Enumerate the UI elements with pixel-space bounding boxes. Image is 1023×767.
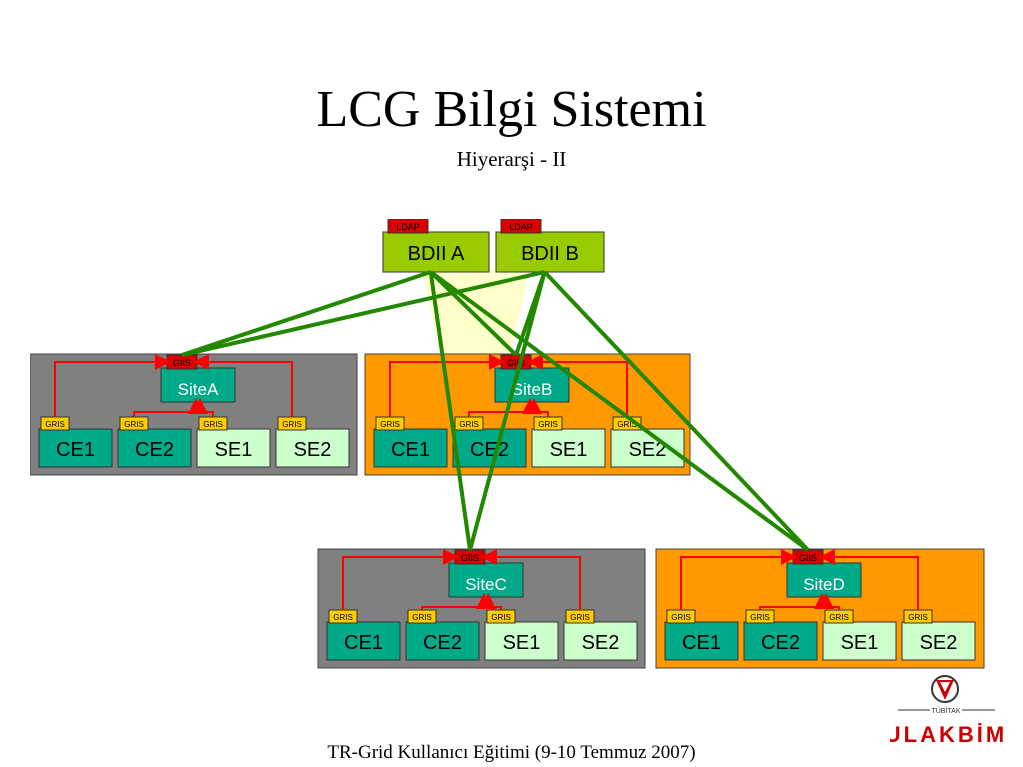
node-ce1 xyxy=(664,621,739,661)
gris-link-arrow xyxy=(819,549,919,610)
gris-tag-label: GRIS xyxy=(829,613,849,622)
giis-tag-label: GIIS xyxy=(173,358,191,368)
node-ce1 xyxy=(373,428,448,468)
node-se2 xyxy=(901,621,976,661)
bdii-b: BDII B LDAP xyxy=(495,219,605,273)
gris-link-arrow xyxy=(193,354,293,417)
ldap-tag xyxy=(387,219,429,234)
bdii-site-link xyxy=(429,270,518,357)
ldap-tag xyxy=(500,219,542,234)
gris-tag-label: GRIS xyxy=(570,613,590,622)
site-panel-a: SiteA GIIS CE1 GRIS CE2 GRIS SE1 GRIS SE2 GRIS xyxy=(30,353,358,476)
logo-small-text: TÜBİTAK xyxy=(931,706,960,715)
node-label: CE1 xyxy=(682,632,721,654)
gris-link-arrow xyxy=(480,593,502,610)
tubitak-emblem-icon xyxy=(931,675,959,703)
node-ce2 xyxy=(743,621,818,661)
giis-tag-label: GIIS xyxy=(799,553,817,563)
gris-link-arrow xyxy=(342,549,459,610)
site-panel-c: SiteC GIIS CE1 GRIS CE2 GRIS SE1 GRIS SE2 GRIS xyxy=(317,548,646,669)
gris-tag-label: GRIS xyxy=(491,613,511,622)
bdii-label: BDII A xyxy=(408,243,465,265)
gris-link-arrow xyxy=(389,354,505,417)
node-label: CE2 xyxy=(470,439,509,461)
bdii-site-link xyxy=(429,270,810,552)
gris-tag-label: GRIS xyxy=(671,613,691,622)
bdii-site-link xyxy=(181,270,432,357)
gris-tag-label: GRIS xyxy=(333,613,353,622)
bdii-label: BDII B xyxy=(521,243,579,265)
site-name: SiteD xyxy=(803,575,845,594)
node-se1 xyxy=(531,428,606,468)
node-ce1 xyxy=(326,621,401,661)
gris-link-arrow xyxy=(818,593,840,610)
node-label: SE2 xyxy=(920,632,958,654)
gris-link-arrow xyxy=(54,354,171,417)
node-label: CE1 xyxy=(344,632,383,654)
bdii-site-link xyxy=(543,270,810,552)
gris-tag-label: GRIS xyxy=(538,420,558,429)
ldap-tag-label: LDAP xyxy=(396,222,420,232)
site-panel-b: SiteB GIIS CE1 GRIS CE2 GRIS SE1 GRIS SE2 GRIS xyxy=(364,353,691,476)
node-label: SE1 xyxy=(215,439,253,461)
bdii-box xyxy=(495,231,605,273)
node-ce1 xyxy=(38,428,113,468)
bdii-a: BDII A LDAP xyxy=(382,219,490,273)
site-name: SiteC xyxy=(465,575,507,594)
node-se1 xyxy=(822,621,897,661)
node-label: SE1 xyxy=(841,632,879,654)
gris-tag-label: GRIS xyxy=(750,613,770,622)
gris-tag-label: GRIS xyxy=(617,420,637,429)
gris-tag-label: GRIS xyxy=(908,613,928,622)
hierarchy-diagram: SiteAGIISCE1GRISCE2GRISSE1GRISSE2GRISSit… xyxy=(30,219,987,671)
node-label: SE1 xyxy=(503,632,541,654)
bdii-site-link xyxy=(428,271,472,551)
site-name: SiteA xyxy=(178,380,219,399)
gris-link-arrow xyxy=(192,398,214,417)
node-label: CE2 xyxy=(423,632,462,654)
node-label: SE2 xyxy=(582,632,620,654)
gris-link-arrow xyxy=(526,398,549,417)
ldap-tag-label: LDAP xyxy=(509,222,533,232)
node-label: CE2 xyxy=(135,439,174,461)
slide-subtitle: Hiyerarşi - II xyxy=(456,147,567,171)
gris-tag-label: GRIS xyxy=(282,420,302,429)
bdii-box xyxy=(382,231,490,273)
node-se1 xyxy=(484,621,559,661)
node-label: SE1 xyxy=(550,439,588,461)
bdii-site-link xyxy=(181,270,546,357)
site-box xyxy=(448,562,524,598)
site-name: SiteB xyxy=(512,380,553,399)
gris-link-arrow xyxy=(680,549,797,610)
gris-tag-label: GRIS xyxy=(412,613,432,622)
gris-tag-label: GRIS xyxy=(203,420,223,429)
node-se1 xyxy=(196,428,271,468)
gris-link-arrow xyxy=(527,354,628,417)
node-label: CE1 xyxy=(56,439,95,461)
node-se2 xyxy=(275,428,350,468)
node-ce2 xyxy=(117,428,192,468)
gris-link-arrow xyxy=(481,549,581,610)
node-label: CE1 xyxy=(391,439,430,461)
logo-big-text: ULAKBİM xyxy=(890,722,1005,747)
giis-tag-label: GIIS xyxy=(461,553,479,563)
gris-tag-label: GRIS xyxy=(45,420,65,429)
node-label: SE2 xyxy=(629,439,667,461)
ulakbim-logo: TÜBİTAK ULAKBİM xyxy=(890,675,1005,747)
gris-tag-label: GRIS xyxy=(124,420,144,429)
slide-footer: TR-Grid Kullanıcı Eğitimi (9-10 Temmuz 2… xyxy=(327,742,696,763)
node-label: CE2 xyxy=(761,632,800,654)
bdii-site-link xyxy=(468,271,547,551)
gris-tag-label: GRIS xyxy=(459,420,479,429)
slide-title: LCG Bilgi Sistemi xyxy=(316,81,707,138)
node-ce2 xyxy=(452,428,527,468)
giis-tag-label: GIIS xyxy=(507,358,525,368)
node-se2 xyxy=(563,621,638,661)
site-panel-d: SiteD GIIS CE1 GRIS CE2 GRIS SE1 GRIS SE2 GRIS xyxy=(655,548,985,669)
node-ce2 xyxy=(405,621,480,661)
node-label: SE2 xyxy=(294,439,332,461)
gris-tag-label: GRIS xyxy=(380,420,400,429)
